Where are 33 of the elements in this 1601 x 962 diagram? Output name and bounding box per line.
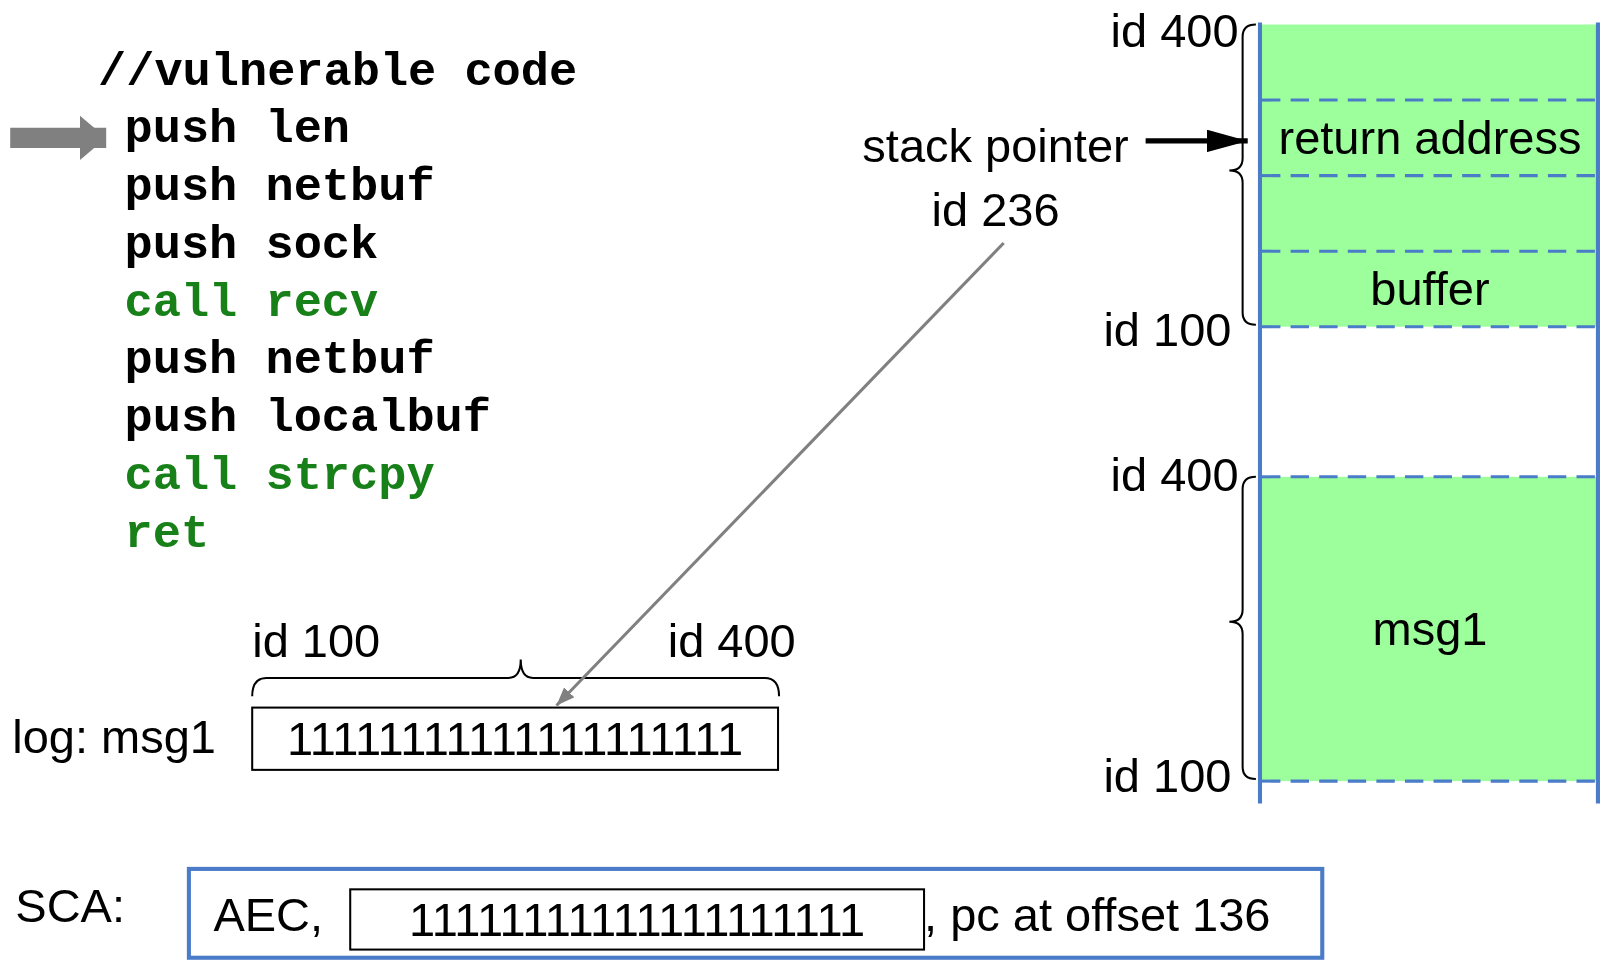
block-label: msg1: [1372, 601, 1488, 656]
bit-string: 11111111111111111111: [287, 711, 744, 766]
code-line: push netbuf: [124, 334, 435, 389]
address-label: id 400: [667, 614, 796, 669]
code-line: push sock: [124, 219, 379, 274]
report-box: [186, 866, 1325, 960]
report-text: AEC,: [213, 887, 324, 942]
code-line: //vulnerable code: [98, 46, 578, 101]
code-line: push localbuf: [124, 392, 491, 447]
bit-box: [349, 888, 926, 951]
stack-frame: [1262, 24, 1598, 327]
address-label: id 100: [1102, 302, 1232, 357]
address-label: id 100: [1102, 749, 1232, 803]
slot-label: return address: [1278, 110, 1582, 165]
address-label: id 400: [1109, 3, 1239, 58]
code-line: ret: [124, 508, 210, 563]
memory-block: [1262, 476, 1598, 782]
code-line: call strcpy: [124, 449, 435, 504]
address-label: id 400: [1109, 447, 1239, 502]
arrow: [1145, 129, 1248, 153]
report-label: SCA:: [15, 878, 125, 933]
arrow: [10, 115, 107, 161]
code-line: call recv: [124, 277, 379, 332]
bit-string: 11111111111111111111: [409, 892, 866, 947]
log-box: [251, 706, 780, 771]
slot-label: buffer: [1370, 261, 1490, 316]
address-label: id 100: [252, 614, 381, 669]
code-line: push netbuf: [124, 160, 435, 215]
code-line: push len: [124, 103, 351, 158]
arrow: [555, 241, 1005, 707]
report-text: , pc at offset 136: [924, 887, 1271, 942]
log-label: log: msg1: [12, 710, 216, 765]
pointer-label: stack pointer id 236: [861, 118, 1130, 238]
